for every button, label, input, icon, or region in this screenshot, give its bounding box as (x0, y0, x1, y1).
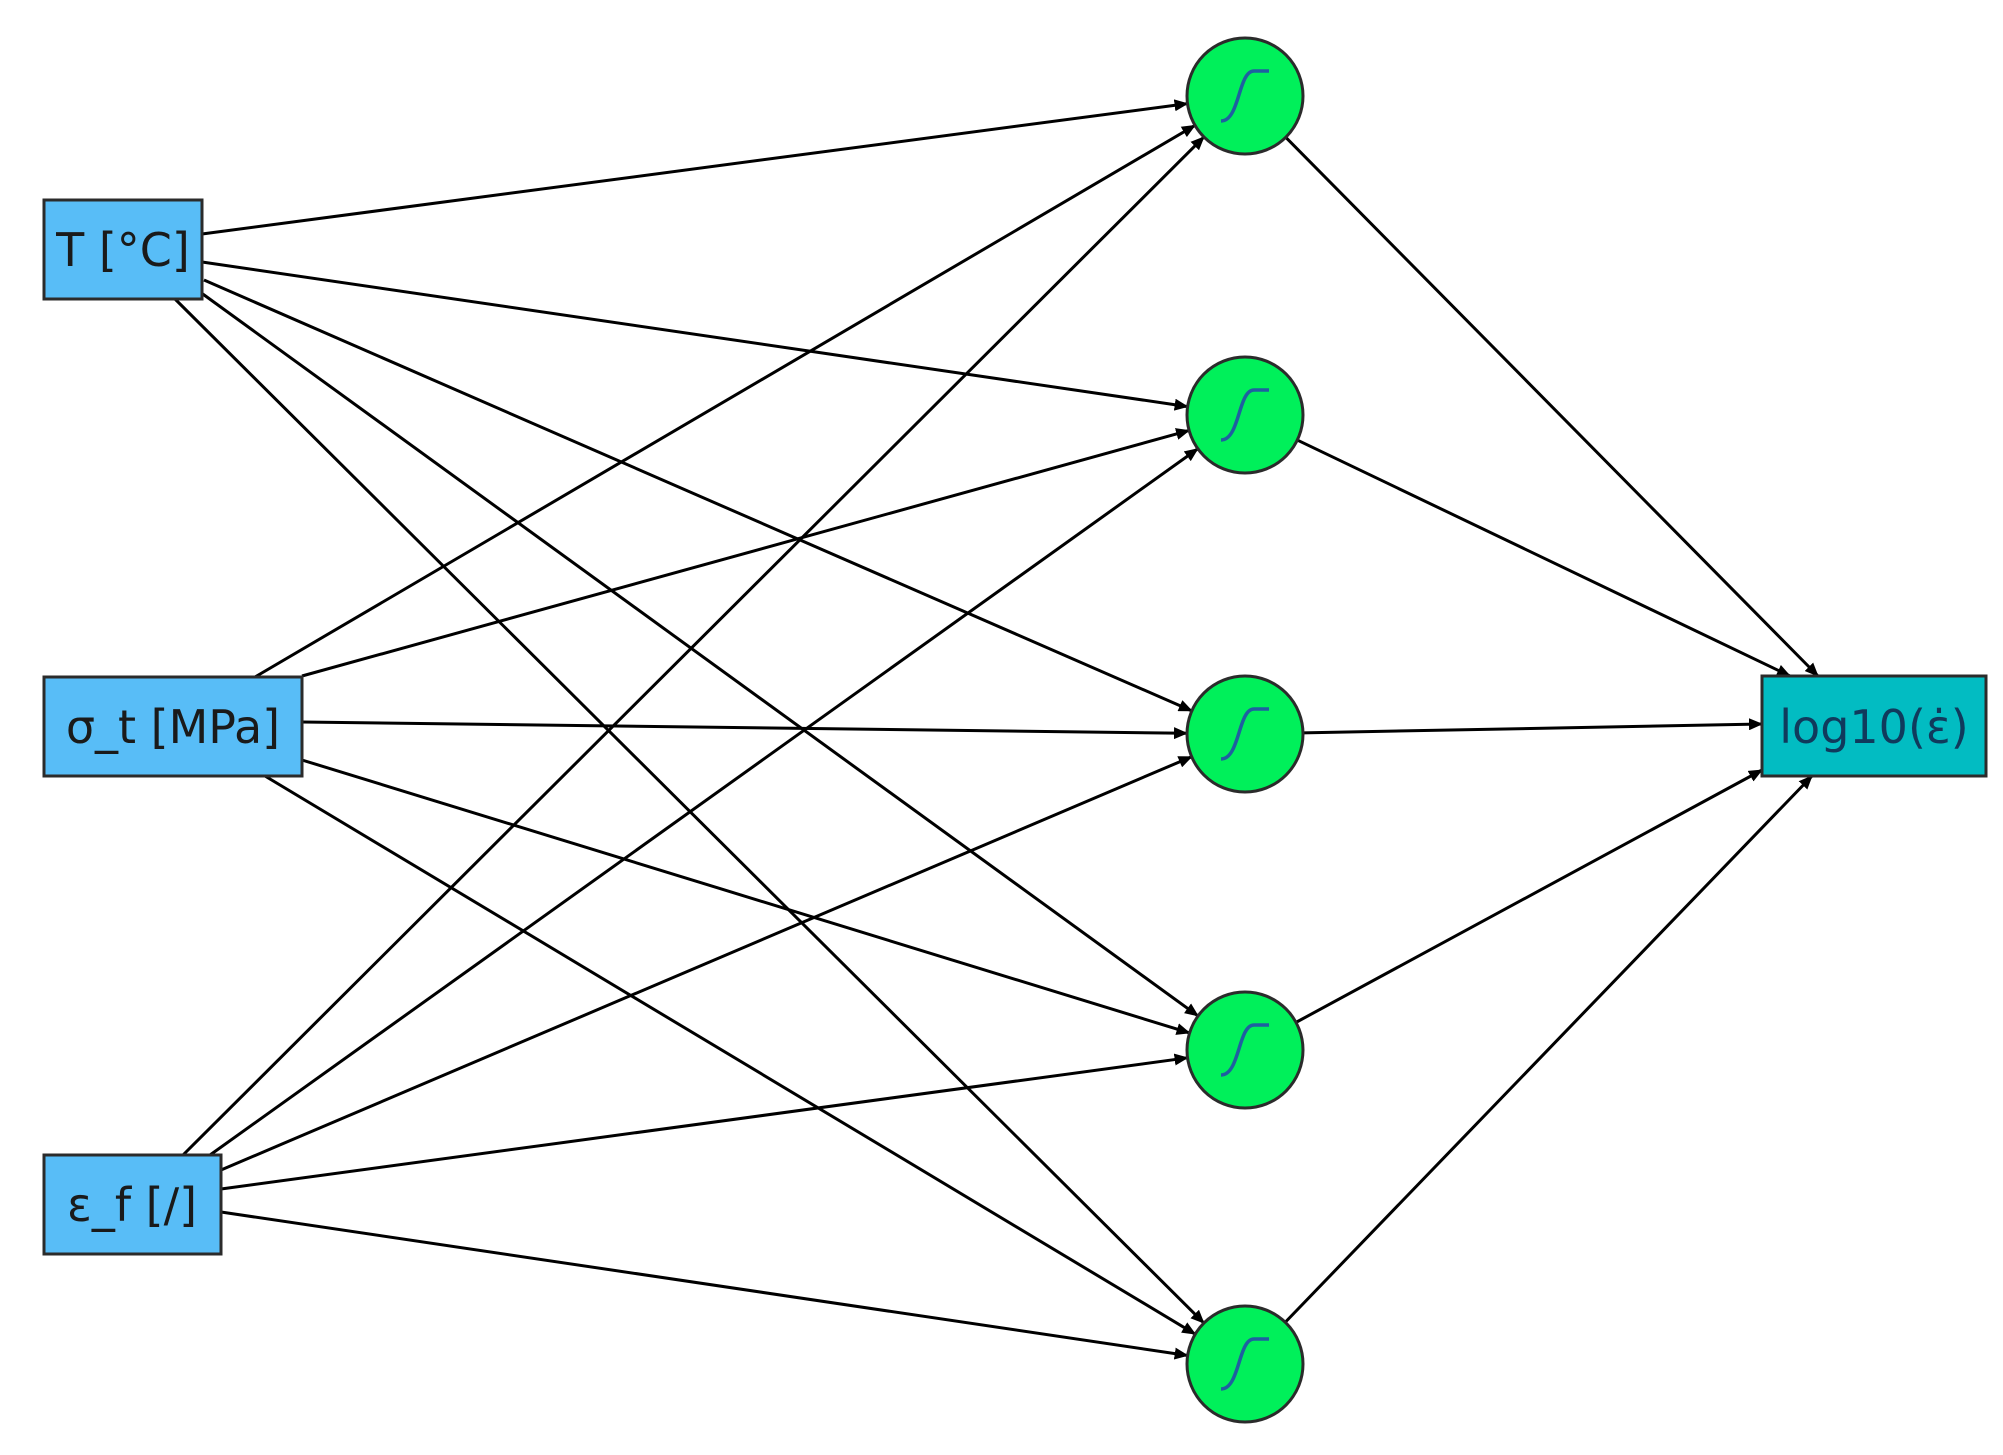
hidden-node-1 (1185, 36, 1305, 156)
input-node-label: T [°C] (55, 223, 190, 277)
hidden-node-circle (1185, 990, 1305, 1110)
edge-input-2-to-hidden-3 (301, 720, 1189, 740)
edge-hidden-4-to-output (1295, 768, 1763, 1024)
edge-hidden-3-to-output (1302, 718, 1763, 735)
edge-hidden-1-to-output (1284, 136, 1820, 678)
hidden-layer (1185, 36, 1305, 1424)
edge-input-2-to-hidden-5 (264, 774, 1197, 1336)
edge-input-1-to-hidden-3 (203, 278, 1193, 713)
input-node-box (42, 675, 304, 778)
output-node-box (1760, 674, 1988, 778)
input-node-strain: ε_f [/] (42, 1153, 223, 1256)
input-node-label: ε_f [/] (67, 1178, 197, 1232)
edge-input-2-to-hidden-1 (254, 124, 1196, 679)
edge-input-3-to-hidden-3 (220, 755, 1193, 1172)
output-layer: log10(ε̇) (1760, 674, 1988, 778)
input-node-temperature: T [°C] (42, 198, 204, 301)
edge-input-3-to-hidden-2 (209, 447, 1199, 1157)
hidden-node-circle (1185, 36, 1305, 156)
sigmoid-icon (1220, 1337, 1269, 1391)
edge-input-3-to-hidden-5 (220, 1210, 1189, 1360)
edge-input-2-to-hidden-4 (301, 758, 1191, 1035)
edge-hidden-5-to-output (1284, 774, 1814, 1324)
sigmoid-icon (1220, 1023, 1269, 1077)
edge-input-3-to-hidden-1 (181, 135, 1205, 1157)
output-node: log10(ε̇) (1760, 674, 1988, 778)
output-node-label: log10(ε̇) (1779, 700, 1968, 754)
sigmoid-icon (1220, 388, 1269, 442)
input-node-stress: σ_t [MPa] (42, 675, 304, 778)
sigmoid-icon (1220, 707, 1269, 761)
input-node-box (42, 198, 204, 301)
input-layer: T [°C] σ_t [MPa] ε_f [/] (42, 198, 304, 1256)
edge-input-2-to-hidden-2 (301, 428, 1191, 678)
edge-input-1-to-hidden-1 (201, 99, 1189, 236)
hidden-node-circle (1185, 355, 1305, 475)
hidden-node-circle (1185, 674, 1305, 794)
hidden-node-2 (1185, 355, 1305, 475)
input-node-box (42, 1153, 223, 1256)
hidden-node-4 (1185, 990, 1305, 1110)
hidden-node-5 (1185, 1304, 1305, 1424)
hidden-node-circle (1185, 1304, 1305, 1424)
input-node-label: σ_t [MPa] (66, 700, 280, 754)
edge-input-1-to-hidden-4 (199, 290, 1199, 1018)
hidden-node-3 (1185, 674, 1305, 794)
edge-input-3-to-hidden-4 (220, 1053, 1189, 1191)
connections (173, 99, 1820, 1360)
edge-input-1-to-hidden-2 (201, 260, 1189, 411)
sigmoid-icon (1220, 69, 1269, 123)
edge-hidden-2-to-output (1296, 438, 1791, 678)
